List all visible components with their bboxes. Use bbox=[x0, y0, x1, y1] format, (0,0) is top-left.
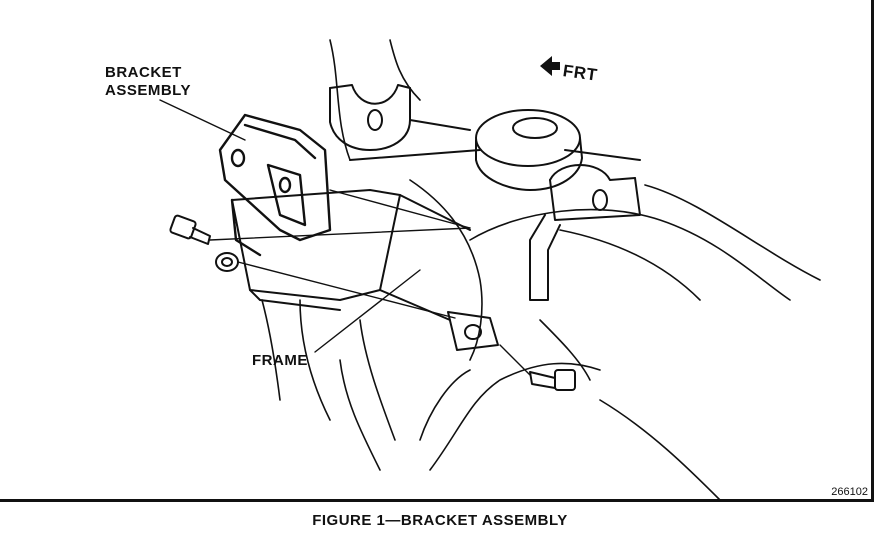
bolt-upper-left bbox=[169, 214, 211, 245]
bracket-label-line1: BRACKET bbox=[105, 64, 182, 81]
leader-lines bbox=[159, 99, 421, 353]
frame-label: FRAME bbox=[252, 352, 308, 369]
strap-clamp-left bbox=[329, 84, 481, 161]
bracket-label-line2: ASSEMBLY bbox=[105, 82, 191, 99]
bolt-lower-right bbox=[529, 369, 576, 391]
figure-border bbox=[0, 0, 874, 502]
alignment-lines bbox=[209, 189, 531, 376]
strap-clamp-right bbox=[529, 164, 641, 301]
frame-rail bbox=[231, 189, 471, 321]
body-contours bbox=[261, 39, 821, 501]
bracket-assembly-part bbox=[218, 113, 332, 257]
figure-caption: FIGURE 1—BRACKET ASSEMBLY bbox=[312, 512, 568, 529]
bracket-assembly-label: BRACKET ASSEMBLY bbox=[105, 64, 191, 100]
round-fitting bbox=[475, 109, 641, 191]
bracket-assembly-illustration bbox=[159, 39, 821, 501]
nut-plate bbox=[447, 311, 499, 351]
figure-number: 266102 bbox=[831, 486, 868, 498]
front-arrow-icon bbox=[540, 56, 560, 76]
washer-left bbox=[215, 252, 239, 272]
